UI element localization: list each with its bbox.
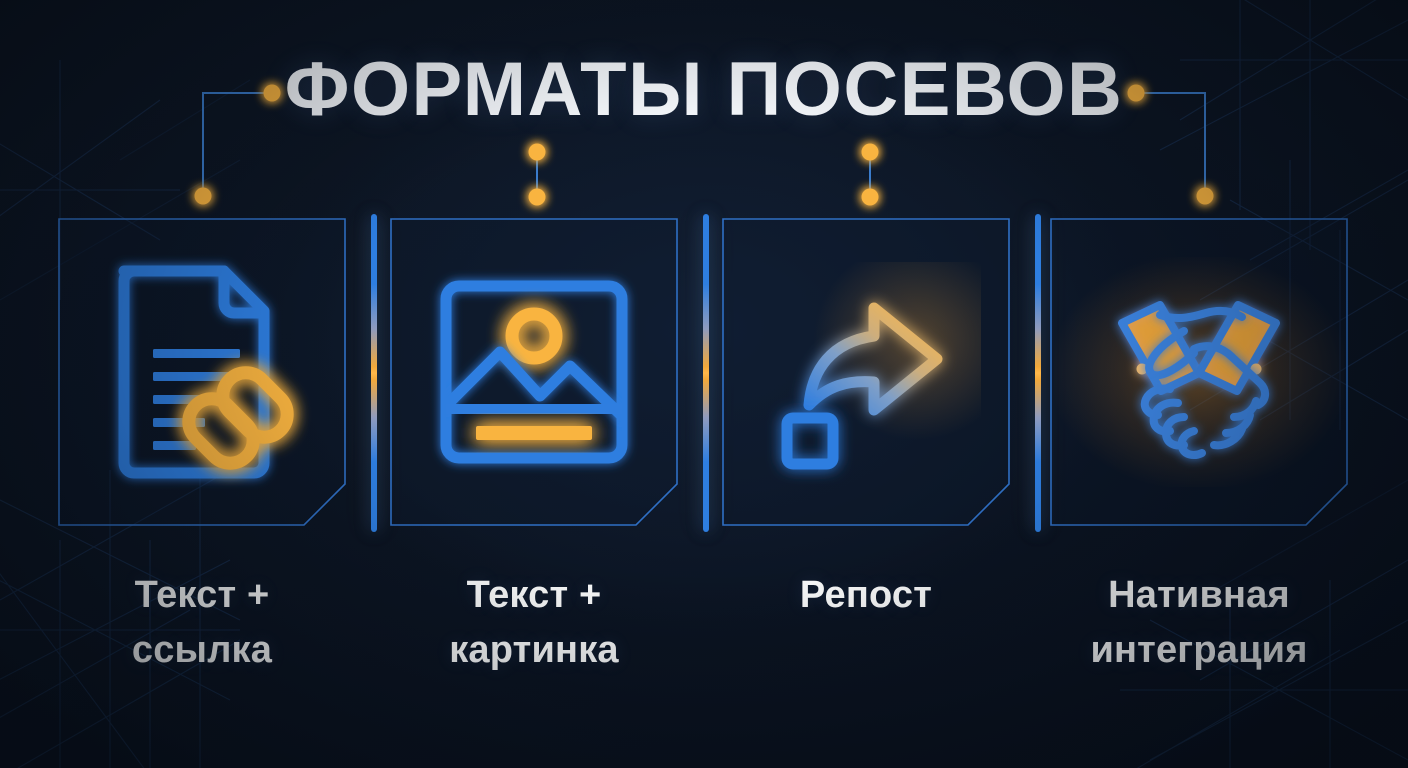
- card-text-link[interactable]: [58, 218, 346, 526]
- label-line: ссылка: [131, 629, 273, 672]
- caption-divider: [446, 404, 622, 414]
- card-repost[interactable]: [722, 218, 1010, 526]
- card-label-native-integration: Нативная интеграция: [1050, 568, 1348, 678]
- card-label-text-image: Текст + картинка: [390, 568, 678, 678]
- orange-dot: [194, 187, 212, 205]
- page-title: ФОРМАТЫ ПОСЕВОВ: [284, 47, 1124, 132]
- separator-2: [703, 214, 709, 532]
- sun-circle: [505, 307, 563, 365]
- label-line: интеграция: [1090, 629, 1308, 672]
- orange-dot: [861, 188, 879, 206]
- orange-dot: [528, 188, 546, 206]
- card-label-repost: Репост: [722, 568, 1010, 623]
- separator-3: [1035, 214, 1041, 532]
- card-label-text-link: Текст + ссылка: [58, 568, 346, 678]
- document-link-icon: [58, 218, 346, 526]
- orange-dot: [1196, 187, 1214, 205]
- image-caption-icon: [390, 218, 678, 526]
- label-line: Нативная: [1108, 574, 1290, 616]
- share-arrow-icon: [722, 218, 1010, 526]
- label-line: Текст +: [466, 574, 602, 616]
- label-line: Репост: [799, 574, 933, 616]
- caption-bar: [476, 426, 592, 440]
- orange-dot: [861, 143, 879, 161]
- separator-1: [371, 214, 377, 532]
- card-native-integration[interactable]: [1050, 218, 1348, 526]
- card-text-image[interactable]: [390, 218, 678, 526]
- orange-dot: [528, 143, 546, 161]
- handshake-icon: [1050, 218, 1348, 526]
- label-line: Текст +: [134, 574, 270, 616]
- label-line: картинка: [449, 629, 619, 672]
